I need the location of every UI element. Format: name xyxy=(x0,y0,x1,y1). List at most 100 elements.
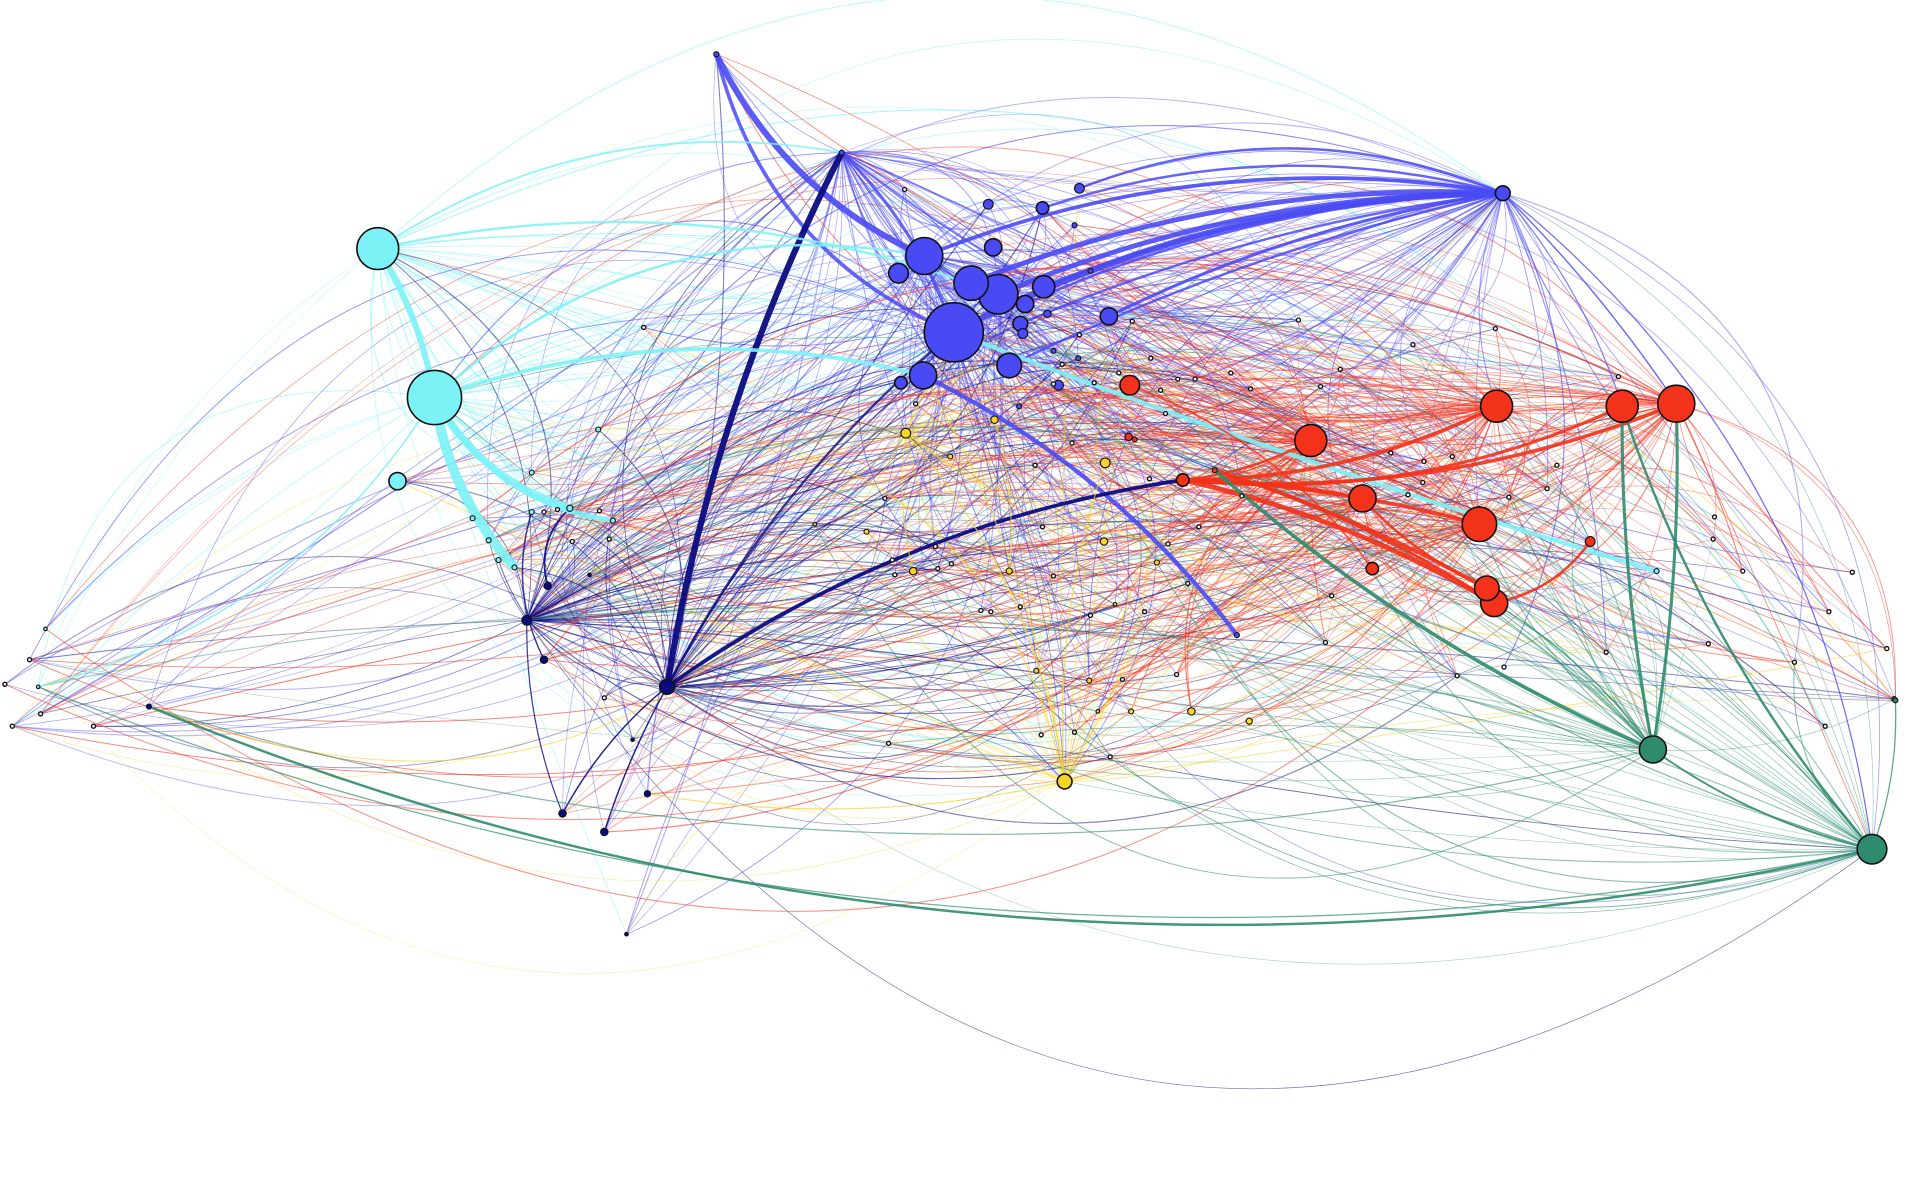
edge-faint xyxy=(716,53,1497,407)
edge-cyan xyxy=(377,140,842,250)
edge-faint xyxy=(40,619,527,715)
node-small xyxy=(1705,641,1711,647)
edge-faint xyxy=(526,607,1873,850)
edge-faint xyxy=(1479,523,1795,663)
edge-faint xyxy=(543,403,1677,661)
node-red xyxy=(1365,561,1380,576)
edge-navy xyxy=(664,151,845,688)
edge-faint xyxy=(12,403,1677,775)
edge-faint xyxy=(905,432,1709,645)
edge-faint xyxy=(1236,498,1363,636)
edge-faint xyxy=(1064,577,1896,782)
edge-faint xyxy=(905,432,1607,654)
edge-faint xyxy=(1064,464,1557,782)
edge-cyan xyxy=(433,347,924,400)
edge-faint xyxy=(526,524,1116,621)
edge-faint xyxy=(562,405,1497,814)
node-blue xyxy=(1075,355,1082,362)
edge-faint xyxy=(12,294,999,807)
node-small xyxy=(1116,370,1122,376)
edge-faint xyxy=(1423,192,1504,462)
edge-faint xyxy=(29,152,843,691)
edge-faint xyxy=(498,388,1480,561)
edge-faint xyxy=(37,248,378,687)
edge-yellow xyxy=(901,433,914,572)
edge-faint xyxy=(841,152,1251,390)
edge-faint xyxy=(924,255,1558,516)
node-small xyxy=(948,561,955,567)
node-blue xyxy=(1043,309,1052,319)
edge-faint xyxy=(841,152,1020,407)
edge-faint xyxy=(45,198,1480,630)
edge-faint xyxy=(526,357,1079,621)
node-small xyxy=(601,695,607,701)
node-blue xyxy=(996,352,1023,379)
edge-faint xyxy=(1053,383,1873,850)
edge-faint xyxy=(377,0,1504,250)
node-red xyxy=(1131,436,1138,443)
edge-faint xyxy=(998,293,1299,334)
node-small xyxy=(1405,492,1411,498)
edge-faint xyxy=(1043,286,1873,854)
edge-faint xyxy=(1128,405,1497,438)
edge-faint xyxy=(38,611,1654,751)
edge-faint xyxy=(526,152,843,621)
edge-faint xyxy=(900,361,1480,525)
edge-blue xyxy=(1502,192,1623,407)
edge-faint xyxy=(589,541,1873,850)
node-small xyxy=(1449,453,1455,460)
edge-yellow xyxy=(993,419,1012,572)
node-blue xyxy=(1015,294,1035,314)
edge-faint xyxy=(434,397,1075,733)
edge-faint xyxy=(949,403,1677,609)
edge-faint xyxy=(1479,524,1795,663)
edge-faint xyxy=(666,192,1504,688)
edge-faint xyxy=(1176,440,1312,675)
node-small xyxy=(1388,450,1394,456)
edge-faint xyxy=(1104,462,1873,860)
edge-blue xyxy=(970,189,1503,286)
edge-faint xyxy=(40,177,1677,714)
edge-faint xyxy=(905,433,936,547)
edge-faint xyxy=(472,517,1873,850)
edge-faint xyxy=(526,611,1145,782)
edge-faint xyxy=(1079,322,1654,750)
node-yellow xyxy=(1112,601,1118,607)
node-small xyxy=(1506,494,1512,500)
edge-faint xyxy=(12,293,999,733)
edge-green xyxy=(37,686,1873,919)
edge-faint xyxy=(666,526,1199,688)
edge-faint xyxy=(397,395,1497,482)
edge-faint xyxy=(1074,731,1873,909)
edge-faint xyxy=(1362,405,1623,501)
edge-faint xyxy=(377,248,1488,744)
edge-faint xyxy=(93,440,1311,727)
edge-faint xyxy=(93,332,954,727)
edge-faint xyxy=(1362,498,1895,700)
edge-faint xyxy=(1131,320,1312,442)
edge-faint xyxy=(29,619,527,661)
edge-faint xyxy=(929,332,1065,782)
edge-faint xyxy=(1191,710,1873,850)
edge-faint xyxy=(924,255,1654,750)
edge-faint xyxy=(45,397,435,630)
edge-faint xyxy=(557,481,1480,525)
edge-faint xyxy=(1034,192,1504,466)
node-cyan xyxy=(511,564,518,571)
edge-faint xyxy=(970,282,1148,782)
edge-faint xyxy=(37,686,668,769)
edge-faint xyxy=(377,248,627,935)
edge-faint xyxy=(1546,488,1667,750)
edge-faint xyxy=(953,320,1607,653)
edge-faint xyxy=(1150,357,1312,441)
edge-faint xyxy=(993,233,1497,407)
edge-faint xyxy=(1089,498,1363,684)
edge-faint xyxy=(1053,545,1873,850)
edge-faint xyxy=(998,192,1503,295)
edge-faint xyxy=(1160,389,1677,525)
edge-blue xyxy=(1502,192,1873,850)
node-yellow xyxy=(1033,667,1040,674)
edge-faint xyxy=(29,192,1503,661)
edge-faint xyxy=(666,270,1091,688)
edge-faint xyxy=(377,248,648,794)
